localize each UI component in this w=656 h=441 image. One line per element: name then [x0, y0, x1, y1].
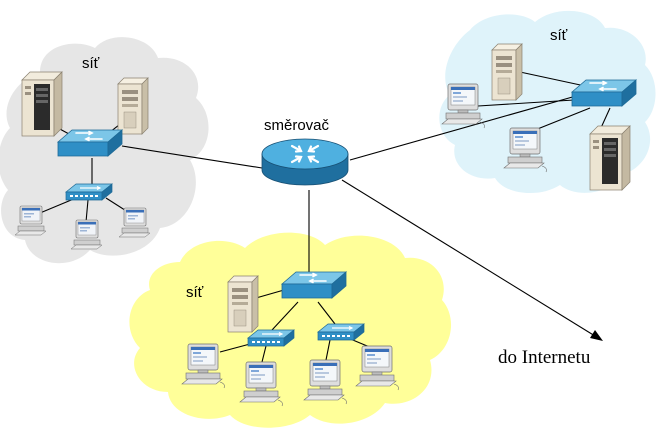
bottom-pc4-icon [355, 345, 399, 391]
router-icon [260, 137, 350, 187]
bottom-hub2-icon [317, 323, 365, 341]
right-pc2-icon [503, 127, 547, 173]
links [39, 71, 611, 363]
bottom-hub1-icon [247, 329, 295, 347]
right-bigserver-icon [589, 125, 631, 191]
bottom-server-icon [227, 275, 259, 333]
link-right-pc2-switch [529, 107, 591, 133]
link-bottom-hub1-pc2 [261, 345, 267, 363]
link-bottom-switch-hub1 [271, 301, 299, 331]
cloud-left-label: síť [82, 55, 100, 72]
right-server-icon [491, 43, 523, 101]
left-hub-icon [65, 183, 113, 201]
link-router-left-switch [121, 145, 263, 169]
link-router-right-switch [349, 95, 577, 161]
left-bigserver-icon [21, 71, 63, 137]
left-server-icon [117, 77, 149, 135]
bottom-pc2-icon [239, 361, 283, 407]
cloud-bottom-label: síť [186, 284, 204, 301]
link-bottom-hub1-pc1 [219, 343, 251, 353]
bottom-switch-icon [281, 271, 347, 299]
link-bottom-hub2-pc1 [325, 339, 331, 361]
link-bottom-server-switch [255, 289, 285, 299]
internet-arrow-head [590, 330, 603, 341]
internet-label: do Internetu [498, 347, 591, 368]
right-pc1-icon [441, 83, 485, 129]
link-right-pc1-switch [477, 99, 575, 107]
bottom-pc3-icon [303, 359, 347, 405]
link-bottom-switch-hub2 [317, 301, 336, 325]
link-left-hub-pc1 [39, 197, 77, 214]
cloud-right-label: síť [550, 27, 568, 44]
link-left-hub-pc2 [85, 199, 89, 223]
bottom-pc1-icon [181, 343, 225, 389]
link-right-server-switch [519, 71, 586, 87]
router-label: směrovač [264, 117, 330, 134]
left-switch-icon [57, 129, 123, 157]
link-router-internet [341, 179, 596, 337]
right-switch-icon [571, 79, 637, 107]
